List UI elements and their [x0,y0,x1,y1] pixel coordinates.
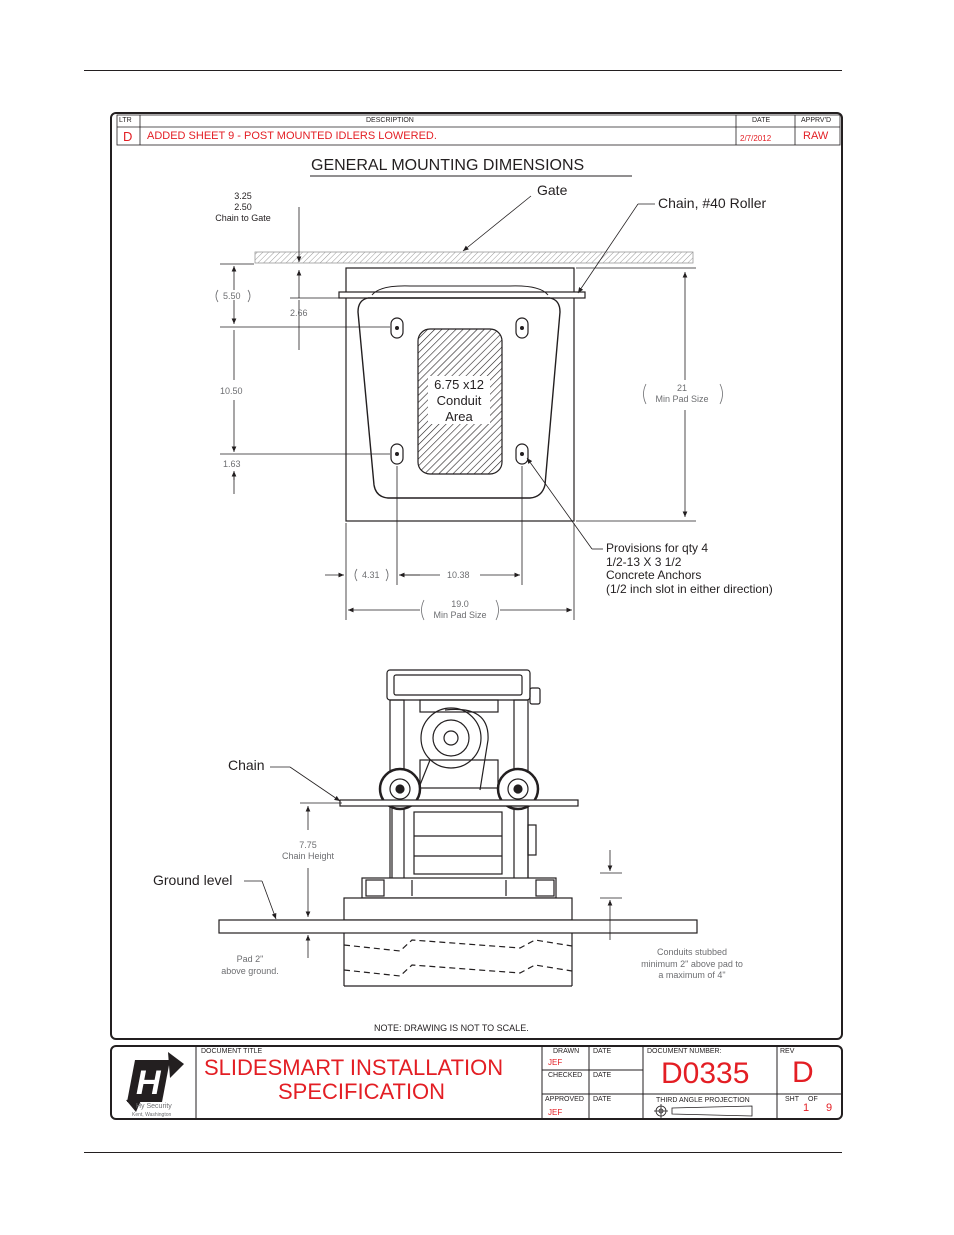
approved-value: JEF [548,1108,563,1117]
operator-front-view [339,669,579,899]
rev-label: REV [780,1048,795,1055]
pad-front [218,897,698,987]
drawn-label: DRAWN [553,1048,580,1055]
rev-col-ltr: LTR [119,117,132,124]
third-angle-symbol [654,1104,753,1118]
pad-note: Pad 2"above ground. [221,954,279,976]
drawing-border [110,112,843,1040]
title-block [110,1045,843,1120]
section-heading: GENERAL MOUNTING DIMENSIONS [311,157,585,174]
scale-note: NOTE: DRAWING IS NOT TO SCALE. [374,1023,529,1033]
chain-label: Chain [228,757,265,773]
logo-location: Kent, Washington [132,1112,172,1118]
gate-strip [254,251,694,264]
drawn-value: JEF [548,1058,563,1067]
gate-label: Gate [537,182,568,198]
dim-2-66: 2.66 [290,308,308,318]
rev-description: ADDED SHEET 9 - POST MOUNTED IDLERS LOWE… [147,130,437,142]
hysecurity-logo: H [126,1052,184,1112]
chain-bar [338,291,586,299]
top-rule [84,70,842,71]
date-label-1: DATE [593,1048,612,1055]
dim-10-38: 10.38 [447,570,470,580]
dim-10-50: 10.50 [220,386,243,396]
bottom-rule [84,1152,842,1153]
doc-number-label: DOCUMENT NUMBER: [647,1048,722,1055]
chain-roller-label: Chain, #40 Roller [658,195,767,211]
revision-block [116,114,841,146]
sheet-total: 9 [826,1102,833,1114]
sht-label: SHT [785,1096,799,1103]
pad-outline [345,267,575,522]
rev-value: D [792,1056,814,1089]
dim-4-31: 4.31 [362,570,380,580]
date-label-2: DATE [593,1072,612,1079]
rev-date: 2/7/2012 [740,134,772,143]
document-title: SLIDESMART INSTALLATION SPECIFICATION [204,1055,504,1104]
ground-level-label: Ground level [153,872,233,888]
dim-5-50: 5.50 [223,291,241,301]
date-label-3: DATE [593,1096,612,1103]
dim-1-63: 1.63 [223,459,241,469]
sheet-number: 1 [803,1102,810,1114]
rev-col-description: DESCRIPTION [366,117,414,124]
checked-label: CHECKED [548,1072,583,1079]
doc-title-label: DOCUMENT TITLE [201,1048,263,1055]
of-label: OF [808,1096,818,1103]
svg-text:H: H [136,1064,162,1102]
base-plate [357,297,561,499]
rev-apprvd: RAW [803,130,829,142]
approved-label: APPROVED [545,1096,584,1103]
logo-text: Hy Security [136,1103,172,1110]
rev-col-date: DATE [752,117,771,124]
document-number: D0335 [661,1057,750,1090]
rev-ltr: D [123,129,133,144]
projection-label: THIRD ANGLE PROJECTION [656,1097,750,1104]
rev-col-apprvd: APPRV'D [801,117,831,124]
